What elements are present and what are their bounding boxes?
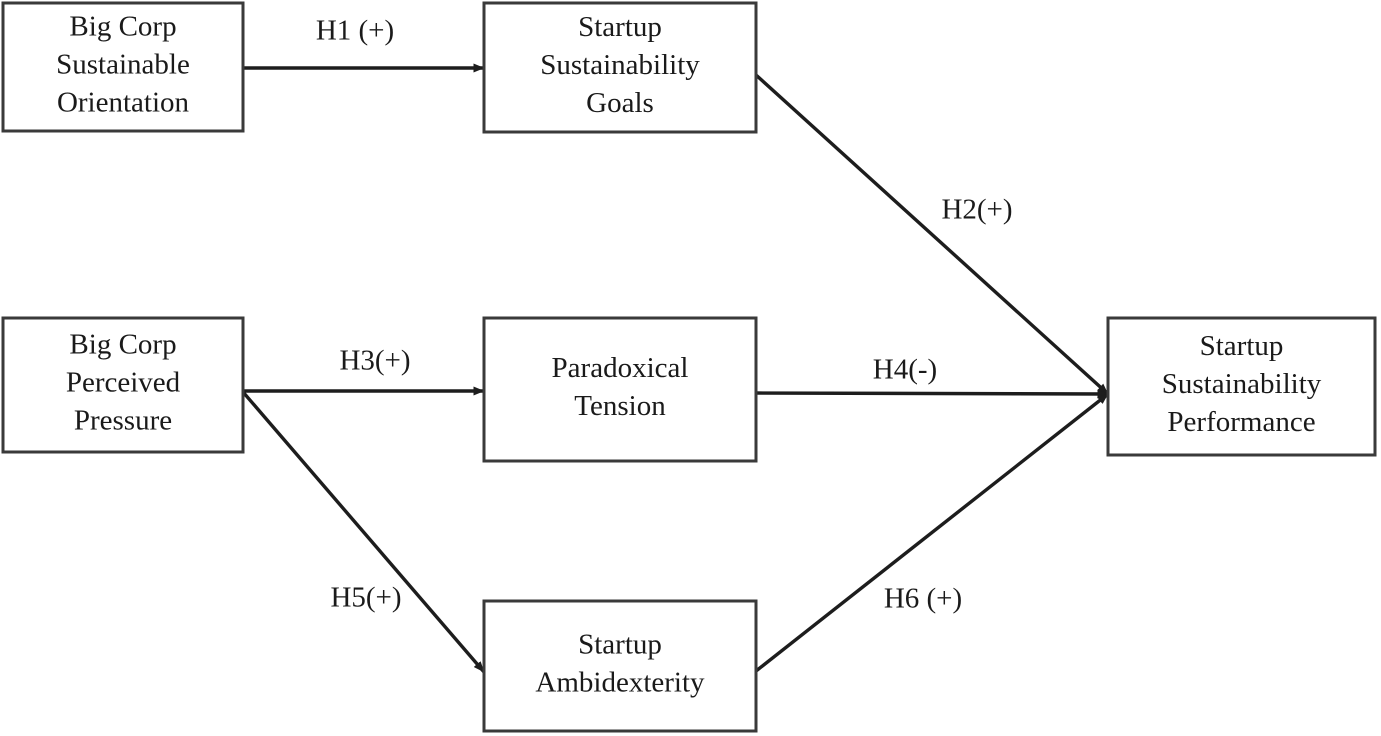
node-label-startup-sustainability-goals-line-1: Sustainability (540, 49, 700, 81)
node-label-startup-sustainability-performance-line-0: Startup (1200, 330, 1284, 362)
node-label-paradoxical-tension-line-1: Tension (574, 390, 666, 422)
node-label-startup-ambidexterity-line-0: Startup (578, 629, 662, 661)
node-label-big-corp-sustainable-orientation-line-2: Orientation (57, 87, 190, 119)
node-label-big-corp-perceived-pressure-line-2: Pressure (74, 405, 172, 437)
edges-layer (241, 63, 1110, 674)
edge-line-h6 (754, 392, 1110, 673)
node-label-big-corp-sustainable-orientation-line-1: Sustainable (56, 49, 190, 81)
node-label-big-corp-sustainable-orientation-line-0: Big Corp (69, 11, 176, 43)
node-label-big-corp-perceived-pressure-line-1: Perceived (66, 367, 181, 399)
edge-label-h2: H2(+) (941, 194, 1012, 226)
node-box-big-corp-perceived-pressure[interactable] (1, 316, 245, 454)
edge-label-h3: H3(+) (339, 345, 410, 377)
node-label-paradoxical-tension-line-0: Paradoxical (552, 352, 689, 384)
edge-label-h4: H4(-) (873, 354, 937, 386)
edge-line-h2 (754, 73, 1110, 396)
edge-h2 (754, 73, 1110, 396)
edge-line-h4 (755, 389, 1109, 399)
edge-line-h5 (241, 390, 486, 674)
node-box-big-corp-sustainable-orientation[interactable] (1, 1, 245, 133)
node-box-paradoxical-tension[interactable] (482, 316, 758, 463)
node-box-startup-ambidexterity[interactable] (482, 599, 758, 733)
node-label-startup-sustainability-performance-line-2: Performance (1167, 406, 1315, 438)
edge-labels-layer: H1 (+) H2(+) H3(+) H4(-) H5(+) H6 (+) (316, 15, 1013, 615)
edge-h4 (755, 389, 1109, 399)
edge-h6 (754, 392, 1110, 673)
edge-label-h6: H6 (+) (884, 583, 962, 615)
node-box-startup-sustainability-goals[interactable] (482, 1, 758, 134)
edge-label-h5: H5(+) (330, 582, 401, 614)
node-label-startup-sustainability-goals-line-0: Startup (578, 11, 662, 43)
node-box-startup-sustainability-performance[interactable] (1106, 316, 1377, 457)
edge-label-h1: H1 (+) (316, 15, 394, 47)
node-label-startup-sustainability-performance-line-1: Sustainability (1162, 368, 1322, 400)
edge-h5 (241, 390, 486, 674)
node-label-startup-ambidexterity-line-1: Ambidexterity (535, 667, 705, 699)
node-label-startup-sustainability-goals-line-2: Goals (586, 87, 654, 119)
node-label-big-corp-perceived-pressure-line-0: Big Corp (69, 329, 176, 361)
